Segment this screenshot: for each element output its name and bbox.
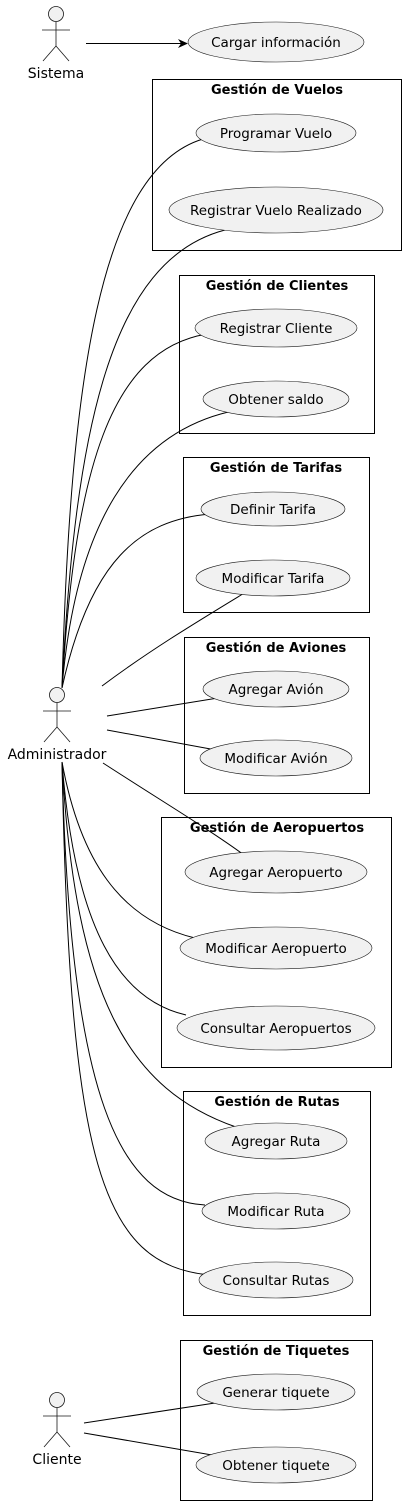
svg-text:Programar Vuelo: Programar Vuelo [220, 126, 332, 142]
actor-administrador: Administrador [8, 687, 107, 763]
association-line [61, 761, 206, 1206]
actor-cliente: Cliente [32, 1392, 82, 1468]
svg-text:Modificar Avión: Modificar Avión [224, 751, 327, 767]
association-line [106, 697, 219, 717]
package-gestion-aeropuertos: Gestión de Aeropuertos [161, 817, 392, 1068]
svg-text:Agregar Aeropuerto: Agregar Aeropuerto [209, 865, 342, 881]
svg-text:Agregar Avión: Agregar Avión [228, 682, 323, 698]
association-line [61, 333, 208, 689]
svg-text:Consultar Aeropuertos: Consultar Aeropuertos [200, 1021, 351, 1037]
association-line [61, 409, 239, 689]
association-line [83, 1432, 213, 1456]
use-case-modificar-aeropuerto: Modificar Aeropuerto [179, 926, 373, 970]
actor-label: Administrador [8, 747, 107, 763]
use-case-agregar-avion: Agregar Avión [202, 670, 350, 708]
use-case-modificar-avion: Modificar Avión [199, 739, 353, 777]
association-line [61, 761, 237, 1128]
use-case-cargar-informacion: Cargar información [187, 21, 365, 63]
actor-sistema: Sistema [28, 6, 84, 82]
use-case-programar-vuelo: Programar Vuelo [195, 113, 357, 153]
actor-label: Cliente [32, 1452, 81, 1468]
use-case-modificar-tarifa: Modificar Tarifa [195, 559, 351, 597]
association-line [61, 138, 204, 689]
association-line [61, 229, 226, 689]
package-gestion-rutas: Gestión de Rutas [183, 1091, 371, 1316]
use-case-consultar-rutas: Consultar Rutas [198, 1261, 354, 1299]
association-line [61, 761, 187, 1016]
association-line [61, 761, 196, 939]
association-line [102, 762, 245, 856]
associations [61, 39, 247, 1456]
svg-text:Agregar Ruta: Agregar Ruta [232, 1134, 321, 1150]
association-line [61, 761, 211, 1276]
association-line [106, 729, 217, 751]
package-title: Gestión de Clientes [206, 279, 349, 294]
use-case-obtener-saldo: Obtener saldo [202, 380, 350, 418]
actor-icon [42, 6, 70, 62]
use-case-definir-tarifa: Definir Tarifa [200, 491, 346, 527]
package-title: Gestión de Aeropuertos [190, 821, 364, 836]
actor-icon [43, 687, 71, 743]
association-line [101, 591, 247, 687]
actor-icon [43, 1392, 71, 1448]
use-case-registrar-cliente: Registrar Cliente [194, 308, 358, 348]
use-case-obtener-tiquete: Obtener tiquete [195, 1446, 357, 1484]
association-line [83, 1402, 216, 1424]
use-case-registrar-vuelo-realizado: Registrar Vuelo Realizado [168, 186, 384, 234]
package-title: Gestión de Vuelos [211, 83, 343, 98]
svg-text:Registrar Cliente: Registrar Cliente [220, 321, 333, 337]
association-line [61, 513, 211, 689]
arrowhead-icon [178, 39, 188, 48]
package-gestion-tiquetes: Gestión de Tiquetes [180, 1340, 373, 1501]
svg-text:Obtener saldo: Obtener saldo [228, 392, 323, 408]
use-case-modificar-ruta: Modificar Ruta [201, 1192, 351, 1230]
package-gestion-clientes: Gestión de Clientes [179, 275, 375, 434]
svg-text:Consultar Rutas: Consultar Rutas [223, 1273, 330, 1289]
svg-text:Modificar Tarifa: Modificar Tarifa [222, 571, 325, 587]
package-gestion-tarifas: Gestión de Tarifas [183, 457, 370, 613]
actor-label: Sistema [28, 66, 84, 82]
svg-text:Cargar información: Cargar información [211, 35, 341, 51]
package-title: Gestión de Tarifas [210, 461, 343, 476]
svg-text:Obtener tiquete: Obtener tiquete [222, 1458, 330, 1474]
package-title: Gestión de Tiquetes [203, 1344, 350, 1359]
svg-text:Generar tiquete: Generar tiquete [222, 1385, 329, 1401]
svg-text:Modificar Ruta: Modificar Ruta [227, 1204, 324, 1220]
package-gestion-aviones: Gestión de Aviones [184, 637, 370, 794]
svg-text:Registrar Vuelo Realizado: Registrar Vuelo Realizado [190, 203, 362, 219]
package-title: Gestión de Rutas [214, 1095, 340, 1110]
use-case-generar-tiquete: Generar tiquete [196, 1373, 356, 1411]
svg-text:Modificar Aeropuerto: Modificar Aeropuerto [205, 941, 347, 957]
package-title: Gestión de Aviones [206, 641, 347, 656]
package-gestion-vuelos: Gestión de Vuelos [152, 79, 402, 251]
use-case-consultar-aeropuertos: Consultar Aeropuertos [176, 1005, 376, 1051]
use-case-agregar-ruta: Agregar Ruta [204, 1122, 348, 1160]
svg-text:Definir Tarifa: Definir Tarifa [230, 502, 316, 518]
use-case-agregar-aeropuerto: Agregar Aeropuerto [184, 850, 368, 894]
